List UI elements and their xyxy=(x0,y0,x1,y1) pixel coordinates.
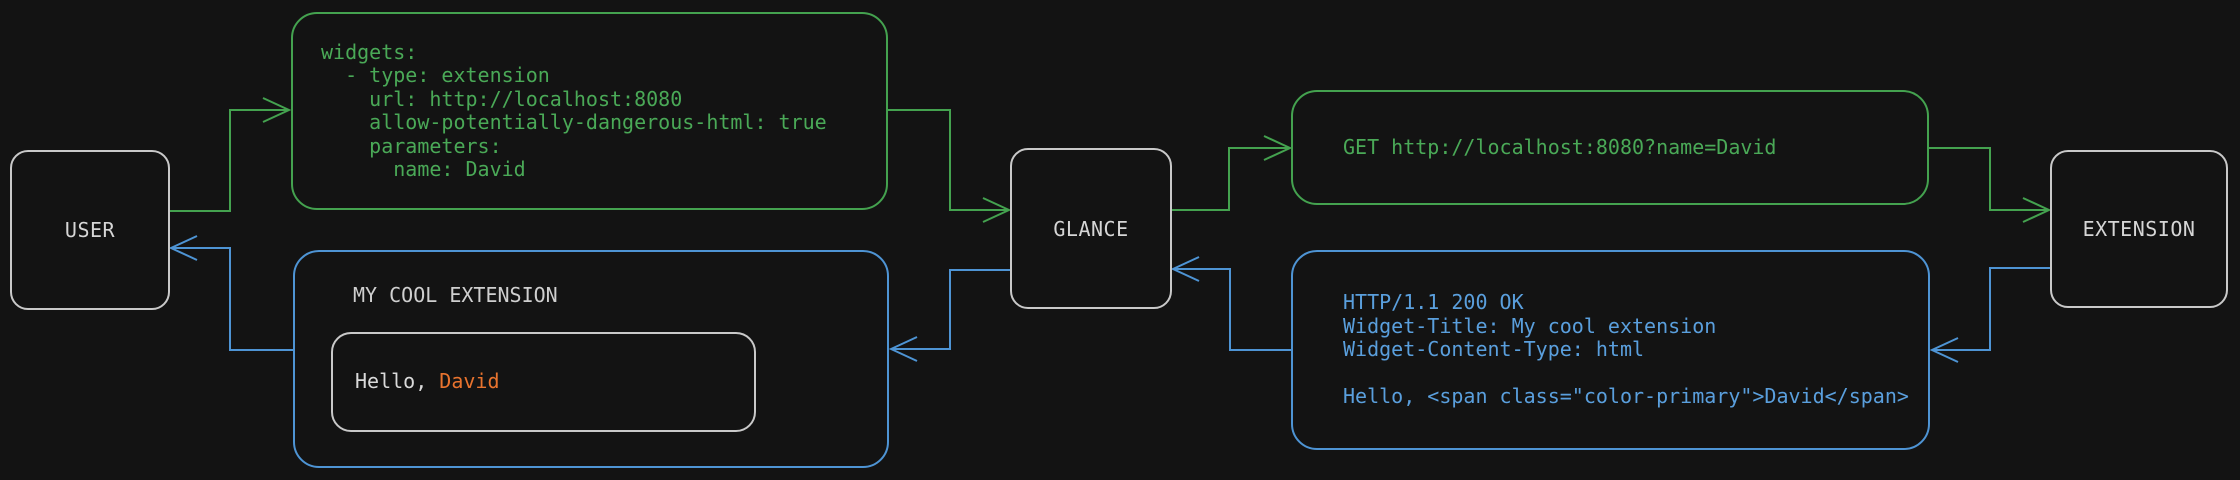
code-line: widgets: xyxy=(321,39,418,64)
code-line: allow-potentially-dangerous-html: true xyxy=(321,110,827,134)
arrow-glance-to-widget xyxy=(888,269,1010,362)
arrow-request-to-extension xyxy=(1929,147,2052,223)
widget-preview-box: MY COOL EXTENSION Hello, David xyxy=(293,250,889,468)
node-glance: GLANCE xyxy=(1010,148,1172,309)
widget-rendered-output: Hello, David xyxy=(331,332,756,432)
greeting-name: David xyxy=(439,369,500,394)
node-user: USER xyxy=(10,150,170,310)
code-line: url: http://localhost:8080 xyxy=(321,86,683,111)
code-line: Widget-Content-Type: html xyxy=(1343,337,1645,362)
config-yaml-box: widgets: - type: extension url: http://l… xyxy=(291,12,888,210)
node-extension-label: EXTENSION xyxy=(2082,217,2196,241)
code-line xyxy=(1343,362,1928,386)
http-response-box: HTTP/1.1 200 OK Widget-Title: My cool ex… xyxy=(1291,250,1930,450)
code-line: - type: extension xyxy=(321,63,550,87)
arrow-glance-to-request xyxy=(1172,135,1293,211)
arrow-config-to-glance xyxy=(888,109,1012,223)
request-line: GET http://localhost:8080?name=David xyxy=(1343,134,1777,159)
arrow-extension-to-response xyxy=(1929,267,2050,363)
code-line: parameters: xyxy=(321,133,502,158)
widget-title: MY COOL EXTENSION xyxy=(353,283,558,307)
greeting-text: Hello, xyxy=(355,369,440,394)
arrow-user-to-config xyxy=(170,97,292,212)
node-glance-label: GLANCE xyxy=(1053,216,1129,241)
code-line: Widget-Title: My cool extension xyxy=(1343,313,1717,338)
http-request-box: GET http://localhost:8080?name=David xyxy=(1291,90,1929,205)
node-user-label: USER xyxy=(64,218,116,242)
arrow-response-to-glance xyxy=(1170,256,1291,351)
node-extension: EXTENSION xyxy=(2050,150,2228,308)
arrow-widget-to-user xyxy=(168,235,293,351)
code-line: HTTP/1.1 200 OK xyxy=(1343,290,1524,315)
code-line: name: David xyxy=(321,157,526,181)
code-line: Hello, <span class="color-primary">David… xyxy=(1343,384,1909,409)
